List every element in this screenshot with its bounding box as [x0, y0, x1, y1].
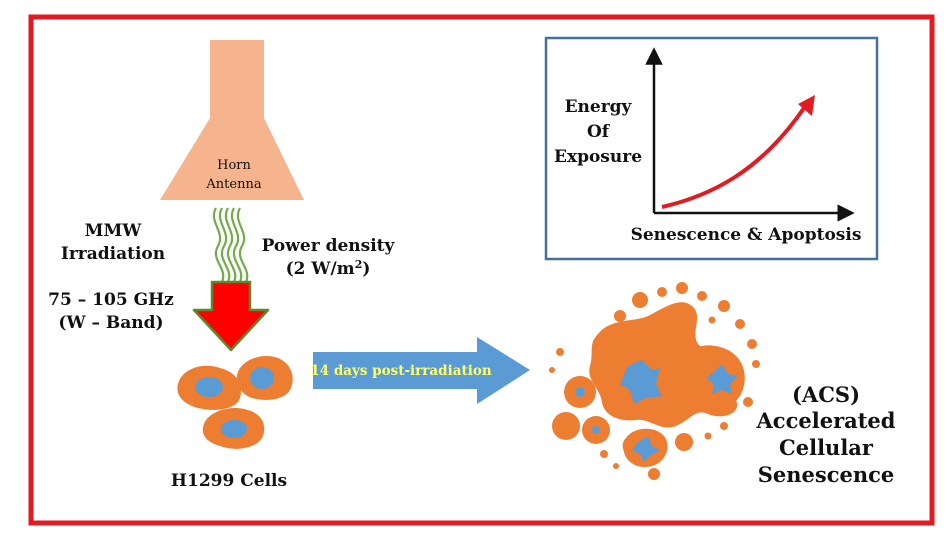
acs-line4: Senescence: [758, 462, 895, 487]
power-density-line1: Power density: [262, 236, 396, 256]
inset-ylabel-line2: Of: [587, 122, 611, 142]
horn-label-line2: Antenna: [205, 177, 261, 192]
time-arrow-label: 14 days post-irradiation: [310, 363, 491, 379]
frequency-label-line1: 75 – 105 GHz: [48, 290, 174, 310]
healthy-cells: [177, 355, 293, 449]
horn-label-line1: Horn: [217, 158, 251, 173]
horn-antenna: Horn Antenna: [160, 40, 304, 200]
acs-line3: Cellular: [779, 435, 874, 460]
inset-xlabel: Senescence & Apoptosis: [631, 225, 862, 245]
acs-line1: (ACS): [792, 382, 860, 407]
acs-line2: Accelerated: [756, 408, 896, 433]
outer-frame: [28, 14, 935, 526]
mmw-label-line1: MMW: [85, 221, 143, 241]
cells-label: H1299 Cells: [171, 471, 287, 491]
power-density-line2: (2 W/m2): [286, 258, 371, 280]
inset-curve-head: [798, 95, 815, 116]
irradiation-arrow: [192, 280, 270, 352]
inset-chart: Energy Of Exposure Senescence & Apoptosi…: [544, 36, 879, 261]
inset-ylabel-line1: Energy: [565, 97, 633, 117]
time-arrow: [313, 337, 530, 404]
senescent-nuclei: [575, 360, 738, 462]
inset-curve: [661, 106, 806, 209]
mmw-waves: [212, 207, 249, 283]
mmw-label-line2: Irradiation: [61, 244, 165, 264]
inset-ylabel-line3: Exposure: [554, 147, 642, 167]
inset-border: [544, 36, 879, 261]
frequency-label-line2: (W – Band): [58, 313, 163, 333]
